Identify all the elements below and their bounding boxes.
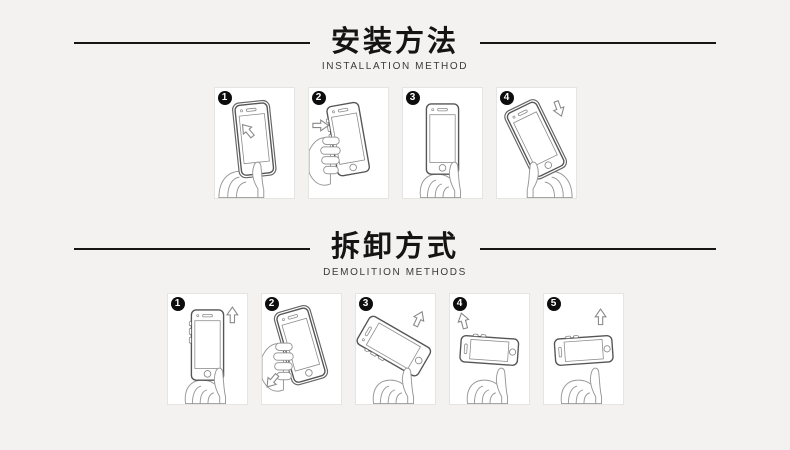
step-number-badge: 2 <box>264 296 279 311</box>
step-number-badge: 3 <box>358 296 373 311</box>
installation-header: 安装方法 INSTALLATION METHOD <box>0 0 790 72</box>
phone-hand-illustration <box>308 88 388 198</box>
phone-hand-illustration <box>497 88 576 199</box>
demolition-title-block: 拆卸方式 DEMOLITION METHODS <box>320 231 470 277</box>
phone-hand-illustration <box>403 88 482 199</box>
step-number-badge: 1 <box>170 296 185 311</box>
install-step-panel-1: 1 <box>213 87 295 200</box>
step-number-badge: 5 <box>546 296 561 311</box>
installation-title: 安装方法 <box>330 26 459 58</box>
divider-line-left <box>74 247 310 250</box>
install-step-panel-3: 3 <box>401 87 483 200</box>
step-number-badge: 1 <box>217 91 232 106</box>
step-number-badge: 2 <box>311 91 326 106</box>
step-number-badge: 4 <box>452 296 467 311</box>
demolition-title: 拆卸方式 <box>330 231 459 264</box>
step-number-badge: 4 <box>499 91 514 106</box>
install-step-panel-4: 4 <box>495 87 577 200</box>
demolition-subtitle: DEMOLITION METHODS <box>323 266 467 278</box>
divider-line-right <box>480 247 716 250</box>
demolition-steps-row: 1 2 3 4 5 <box>0 292 790 405</box>
installation-steps-row: 1 2 3 4 <box>0 87 790 200</box>
demolition-step-panel-5: 5 <box>542 292 624 405</box>
divider-line-left <box>74 42 310 45</box>
demolition-header: 拆卸方式 DEMOLITION METHODS <box>0 199 790 278</box>
demolition-step-panel-1: 1 <box>166 292 248 405</box>
installation-subtitle: INSTALLATION METHOD <box>321 61 469 73</box>
divider-line-right <box>480 42 716 45</box>
phone-hand-illustration <box>450 294 529 404</box>
demolition-step-panel-4: 4 <box>448 292 530 405</box>
demolition-step-panel-2: 2 <box>260 292 342 405</box>
section-installation: 安装方法 INSTALLATION METHOD 1 2 3 4 <box>0 0 790 200</box>
install-step-panel-2: 2 <box>307 87 389 200</box>
step-number-badge: 3 <box>405 91 420 106</box>
phone-hand-illustration <box>261 294 341 404</box>
phone-hand-illustration <box>544 294 623 404</box>
section-demolition: 拆卸方式 DEMOLITION METHODS 1 2 3 4 <box>0 199 790 405</box>
phone-hand-illustration <box>355 294 435 404</box>
phone-hand-illustration <box>168 294 247 404</box>
demolition-step-panel-3: 3 <box>354 292 436 405</box>
phone-hand-illustration <box>215 88 294 199</box>
installation-title-block: 安装方法 INSTALLATION METHOD <box>320 26 470 72</box>
